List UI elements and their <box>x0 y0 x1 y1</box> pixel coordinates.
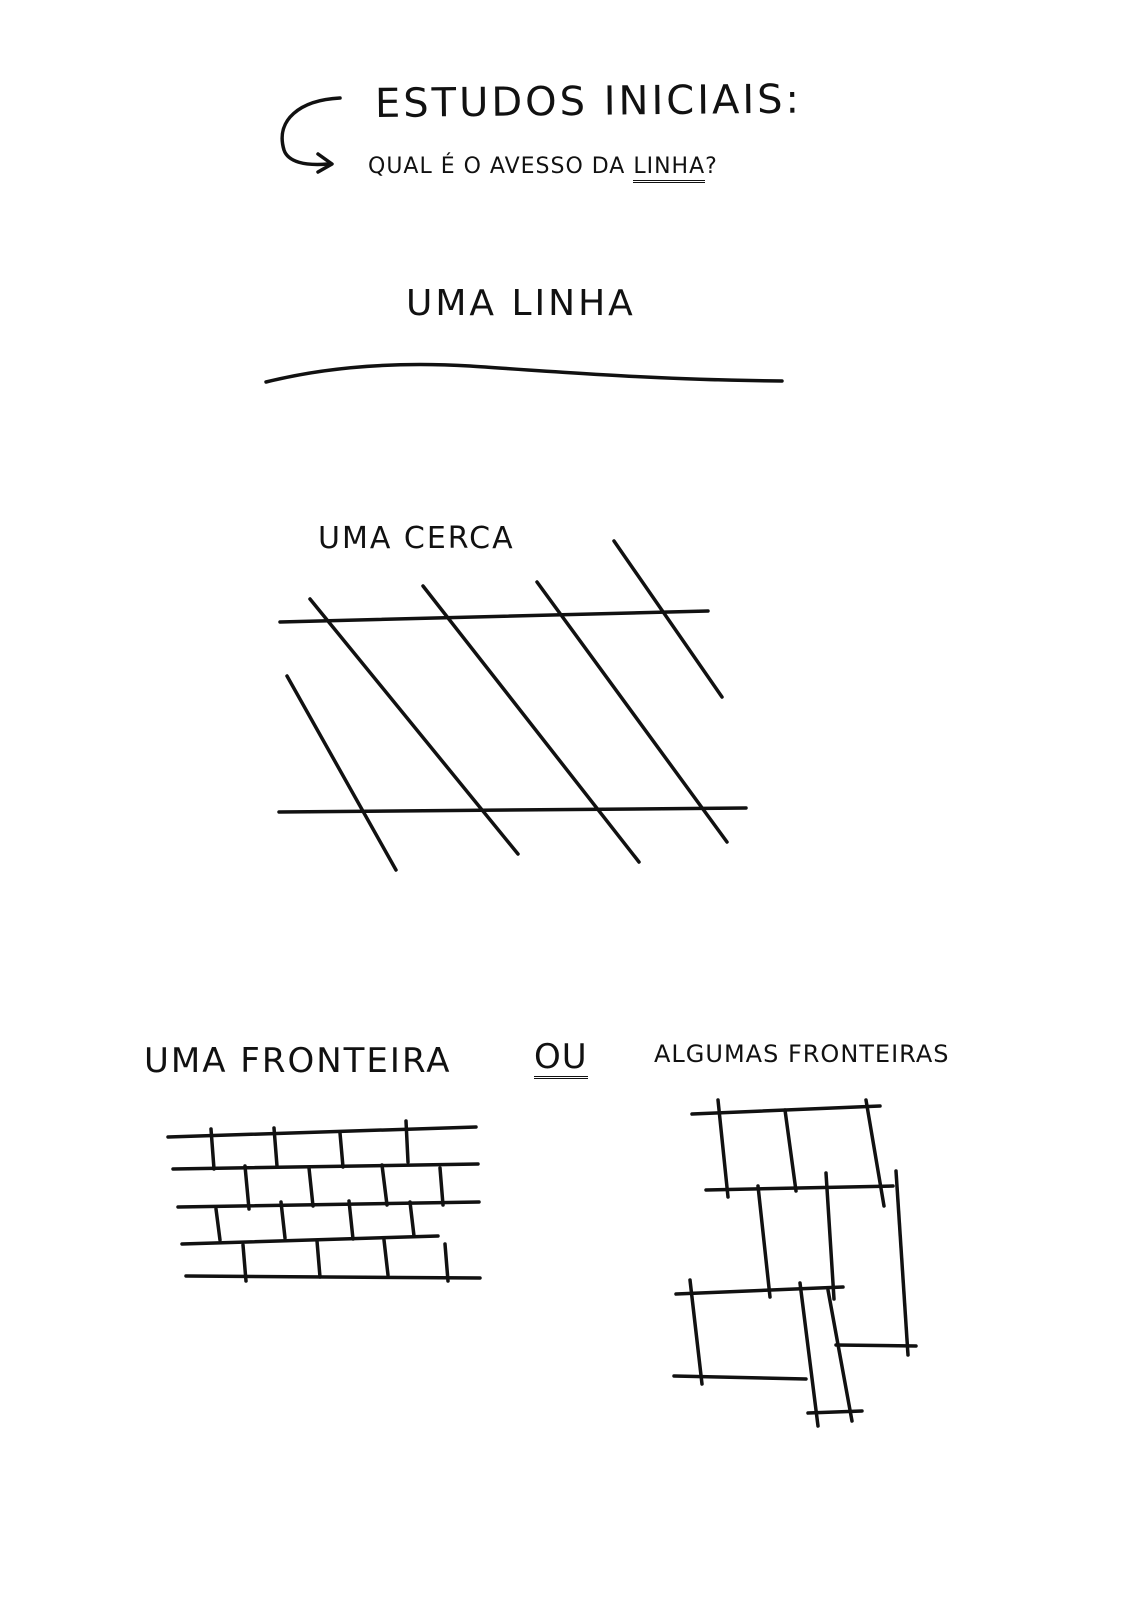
brick-joint-1b <box>272 1126 279 1168</box>
brick-joint-1a <box>209 1127 216 1171</box>
question-suffix: ? <box>705 154 718 179</box>
label-uma-cerca: UMA CERCA <box>318 521 515 556</box>
brick-joint-4b <box>315 1239 322 1279</box>
page-title: ESTUDOS INICIAIS: <box>374 76 803 127</box>
brick-joint-4c <box>382 1238 390 1277</box>
borders-v-1 <box>716 1098 730 1199</box>
borders-h-6 <box>806 1409 864 1415</box>
borders-h-1 <box>690 1104 882 1116</box>
brick-joint-3c <box>347 1199 355 1241</box>
brick-row-line-2 <box>171 1162 480 1171</box>
label-uma-linha: UMA LINHA <box>406 283 636 324</box>
curved-arrow-head <box>316 152 334 174</box>
brick-joint-1d <box>404 1119 410 1164</box>
curved-arrow-icon <box>280 96 342 174</box>
borders-v-4 <box>756 1184 772 1299</box>
borders-v-3 <box>864 1098 886 1208</box>
borders-v-2 <box>783 1108 798 1193</box>
brick-joint-2c <box>380 1163 389 1207</box>
borders-v-8 <box>798 1281 820 1428</box>
label-uma-fronteira: UMA FRONTEIRA <box>144 1041 452 1081</box>
brick-row-line-4 <box>180 1234 440 1246</box>
fence-post-2 <box>308 597 520 856</box>
brick-border-drawing <box>166 1119 482 1283</box>
brick-row-line-3 <box>176 1200 481 1209</box>
fence-rail-bottom <box>277 806 748 814</box>
brick-joint-3d <box>408 1200 416 1238</box>
brick-joint-2b <box>307 1166 315 1208</box>
borders-v-6 <box>894 1169 910 1357</box>
question-emphasis: LINHA <box>633 154 706 183</box>
label-ou: OU <box>534 1037 588 1079</box>
label-algumas-fronteiras: ALGUMAS FRONTEIRAS <box>654 1040 950 1068</box>
fence-rail-top <box>278 609 710 624</box>
brick-row-line-1 <box>166 1125 478 1139</box>
brick-joint-3a <box>214 1207 222 1242</box>
brick-joint-1c <box>338 1131 345 1169</box>
borders-h-5 <box>672 1374 808 1381</box>
borders-h-4 <box>834 1343 918 1348</box>
brick-joint-3b <box>279 1200 287 1240</box>
page-subtitle-question: QUAL É O AVESSO DA LINHA? <box>368 154 718 183</box>
irregular-borders-drawing <box>672 1098 918 1428</box>
brick-joint-2a <box>243 1164 251 1211</box>
brick-row-line-5 <box>184 1274 482 1280</box>
fence-post-1 <box>285 674 398 872</box>
borders-v-7 <box>688 1278 704 1386</box>
borders-v-9 <box>826 1288 854 1423</box>
question-prefix: QUAL É O AVESSO DA <box>368 154 634 179</box>
borders-v-5 <box>824 1171 836 1301</box>
fence-post-5 <box>612 539 724 699</box>
fence-post-3 <box>421 584 641 864</box>
borders-h-3 <box>674 1285 845 1296</box>
fence-post-4 <box>535 580 729 844</box>
fence-drawing <box>277 539 748 872</box>
borders-h-2 <box>704 1184 895 1192</box>
brick-joint-4a <box>241 1243 248 1283</box>
brick-joint-2d <box>438 1166 445 1207</box>
curved-arrow-stroke <box>280 96 342 167</box>
brick-joint-4d <box>443 1242 450 1283</box>
single-line-stroke <box>264 362 784 384</box>
